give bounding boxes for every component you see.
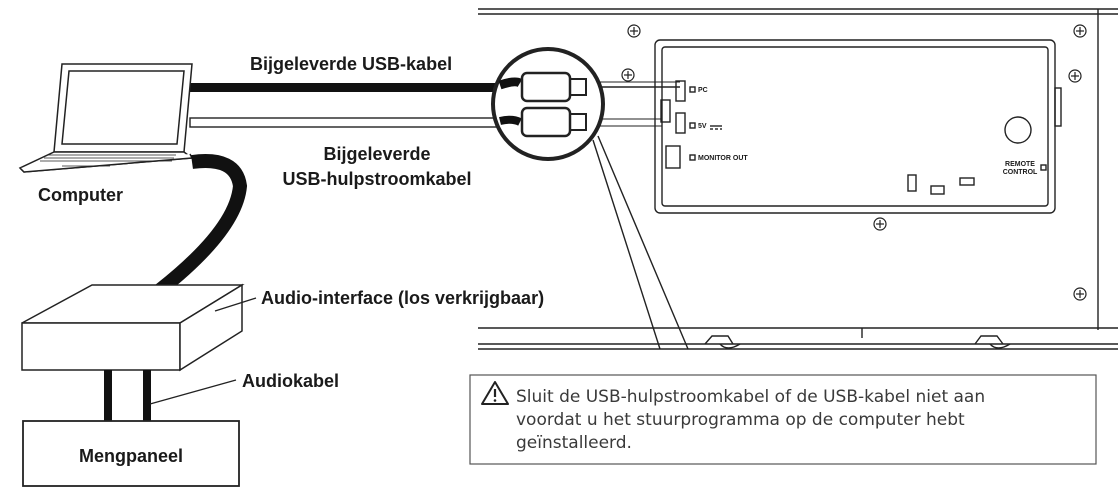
screw-icon [1073, 287, 1087, 301]
audio-cable-label: Audiokabel [242, 371, 339, 391]
screw-icon [627, 24, 641, 38]
remote-control-label-line1: REMOTE [1005, 161, 1035, 168]
port-label-monitor-out: MONITOR OUT [698, 155, 748, 162]
mixer-box [22, 420, 240, 487]
screw-icon [1068, 69, 1082, 83]
screw-icon [621, 68, 635, 82]
usb-cable [190, 81, 680, 92]
audio-interface-box [21, 283, 245, 372]
panel-screws [621, 24, 1087, 301]
warning-text-line3: geïnstalleerd. [516, 433, 632, 453]
usb-power-cable-label-line1: Bijgeleverde [323, 144, 430, 164]
warning-box [469, 374, 1097, 465]
connector-magnifier [491, 47, 689, 350]
warning-text-line1: Sluit de USB-hulpstroomkabel of de USB-k… [516, 387, 985, 407]
port-label-pc: PC [698, 87, 708, 94]
screw-icon [873, 217, 887, 231]
laptop-computer [18, 63, 195, 173]
computer-label: Computer [38, 185, 123, 205]
remote-control-label-line2: CONTROL [1003, 169, 1038, 176]
port-label-5v: 5V [698, 123, 707, 130]
screw-icon [1073, 24, 1087, 38]
audio-interface-label: Audio-interface (los verkrijgbaar) [261, 288, 544, 308]
warning-text-line2: voordat u het stuurprogramma op de compu… [516, 410, 965, 430]
mixer-label: Mengpaneel [79, 446, 183, 466]
usb-cable-label: Bijgeleverde USB-kabel [250, 54, 452, 74]
warning-triangle-icon [481, 381, 509, 405]
usb-power-cable-label-line2: USB-hulpstroomkabel [282, 169, 471, 189]
